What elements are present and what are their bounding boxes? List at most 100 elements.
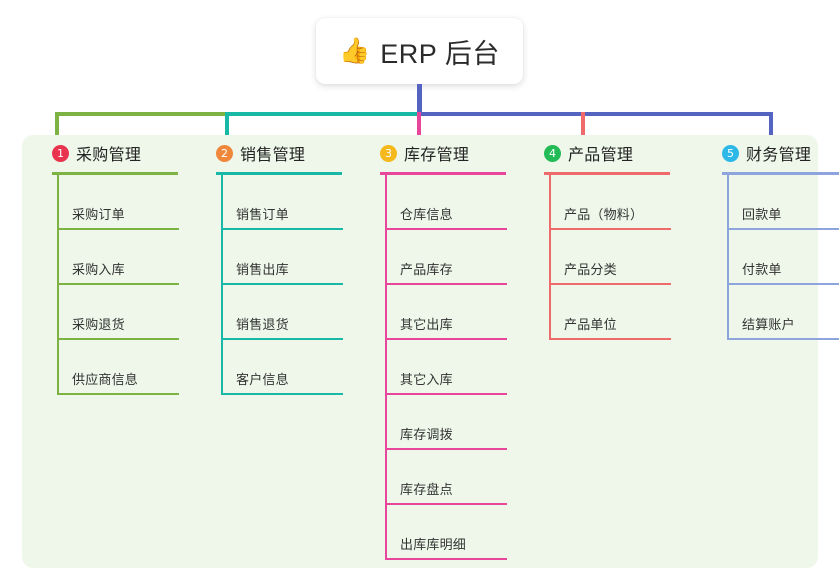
module-item-label: 产品单位: [564, 317, 617, 332]
module-column-5: 5 财务管理 回款单付款单结算账户: [703, 135, 839, 340]
module-item-rule: [221, 283, 343, 285]
module-item-label: 出库库明细: [400, 537, 467, 552]
module-badge-1: 1: [52, 144, 69, 162]
module-item[interactable]: 产品分类: [549, 230, 671, 285]
module-item-label: 产品库存: [400, 262, 453, 277]
bus-segment-blue: [417, 112, 773, 116]
module-item-rule: [57, 283, 179, 285]
module-item-label: 其它入库: [400, 372, 453, 387]
module-spine-4: [549, 175, 551, 340]
module-item-rule: [385, 338, 507, 340]
module-header-2[interactable]: 2 销售管理: [197, 135, 367, 171]
module-header-rule-5: [722, 172, 839, 175]
module-item[interactable]: 采购入库: [57, 230, 179, 285]
module-item-label: 回款单: [742, 207, 782, 222]
module-badge-4: 4: [544, 144, 561, 162]
module-item-label: 销售退货: [236, 317, 289, 332]
module-item[interactable]: 其它出库: [385, 285, 507, 340]
module-spine-5: [727, 175, 729, 340]
module-item[interactable]: 客户信息: [221, 340, 343, 395]
module-item-rule: [727, 338, 839, 340]
module-item-rule: [727, 283, 839, 285]
module-item[interactable]: 其它入库: [385, 340, 507, 395]
module-item-label: 仓库信息: [400, 207, 453, 222]
module-item-rule: [221, 393, 343, 395]
branch-drop-4: [581, 112, 585, 140]
module-item[interactable]: 仓库信息: [385, 175, 507, 230]
module-item-rule: [549, 228, 671, 230]
bus-segment-green: [55, 112, 227, 116]
module-item[interactable]: 出库库明细: [385, 505, 507, 560]
branch-drop-3: [417, 112, 421, 140]
module-item[interactable]: 产品库存: [385, 230, 507, 285]
module-column-1: 1 采购管理 采购订单采购入库采购退货供应商信息: [33, 135, 203, 395]
module-spine-1: [57, 175, 59, 395]
module-badge-2: 2: [216, 144, 233, 162]
branch-drop-5: [769, 112, 773, 140]
module-item[interactable]: 库存盘点: [385, 450, 507, 505]
branch-drop-2: [225, 112, 229, 140]
module-item-label: 销售出库: [236, 262, 289, 277]
module-header-rule-1: [52, 172, 178, 175]
module-badge-3: 3: [380, 144, 397, 162]
module-title-4: 产品管理: [568, 147, 634, 164]
module-spine-2: [221, 175, 223, 395]
module-item-rule: [221, 228, 343, 230]
bus-segment-teal: [227, 112, 417, 116]
module-item[interactable]: 采购退货: [57, 285, 179, 340]
module-item-label: 采购退货: [72, 317, 125, 332]
module-item-rule: [549, 338, 671, 340]
module-item-rule: [549, 283, 671, 285]
module-title-1: 采购管理: [76, 147, 142, 164]
module-item-rule: [57, 338, 179, 340]
module-item-rule: [57, 393, 179, 395]
module-item-rule: [385, 228, 507, 230]
module-title-2: 销售管理: [240, 147, 306, 164]
module-item[interactable]: 产品单位: [549, 285, 671, 340]
module-header-3[interactable]: 3 库存管理: [361, 135, 531, 171]
module-header-5[interactable]: 5 财务管理: [703, 135, 839, 171]
thumbs-up-icon: 👍: [339, 36, 371, 65]
module-header-1[interactable]: 1 采购管理: [33, 135, 203, 171]
module-item-label: 产品（物料）: [564, 207, 644, 222]
module-item-label: 付款单: [742, 262, 782, 277]
module-item-label: 采购订单: [72, 207, 125, 222]
module-item-label: 库存盘点: [400, 482, 453, 497]
module-item[interactable]: 销售订单: [221, 175, 343, 230]
module-item-label: 库存调拨: [400, 427, 453, 442]
module-header-rule-4: [544, 172, 670, 175]
module-item-rule: [57, 228, 179, 230]
module-column-2: 2 销售管理 销售订单销售出库销售退货客户信息: [197, 135, 367, 395]
module-item-label: 产品分类: [564, 262, 617, 277]
module-header-rule-3: [380, 172, 506, 175]
module-item-label: 采购入库: [72, 262, 125, 277]
module-item-label: 其它出库: [400, 317, 453, 332]
module-item[interactable]: 销售出库: [221, 230, 343, 285]
module-item[interactable]: 回款单: [727, 175, 839, 230]
module-item-rule: [385, 393, 507, 395]
module-badge-5: 5: [722, 144, 739, 162]
module-item[interactable]: 采购订单: [57, 175, 179, 230]
branch-drop-1: [55, 112, 59, 140]
module-item[interactable]: 付款单: [727, 230, 839, 285]
module-header-rule-2: [216, 172, 342, 175]
module-item[interactable]: 供应商信息: [57, 340, 179, 395]
module-item[interactable]: 结算账户: [727, 285, 839, 340]
module-item-label: 供应商信息: [72, 372, 139, 387]
module-column-4: 4 产品管理 产品（物料） 产品分类产品单位: [525, 135, 695, 340]
module-title-3: 库存管理: [404, 147, 470, 164]
module-column-3: 3 库存管理 仓库信息产品库存其它出库其它入库库存调拨库存盘点出库库明细: [361, 135, 531, 560]
trunk-connector: [417, 84, 422, 114]
module-item[interactable]: 产品（物料）: [549, 175, 671, 230]
module-spine-3: [385, 175, 387, 560]
module-item-label: 客户信息: [236, 372, 289, 387]
module-item-label: 销售订单: [236, 207, 289, 222]
root-node-card[interactable]: 👍 ERP 后台: [316, 18, 523, 84]
module-item[interactable]: 库存调拨: [385, 395, 507, 450]
module-item-rule: [385, 558, 507, 560]
module-item[interactable]: 销售退货: [221, 285, 343, 340]
root-node-title: ERP 后台: [380, 38, 500, 69]
module-item-rule: [385, 448, 507, 450]
module-item-rule: [221, 338, 343, 340]
module-header-4[interactable]: 4 产品管理: [525, 135, 695, 171]
